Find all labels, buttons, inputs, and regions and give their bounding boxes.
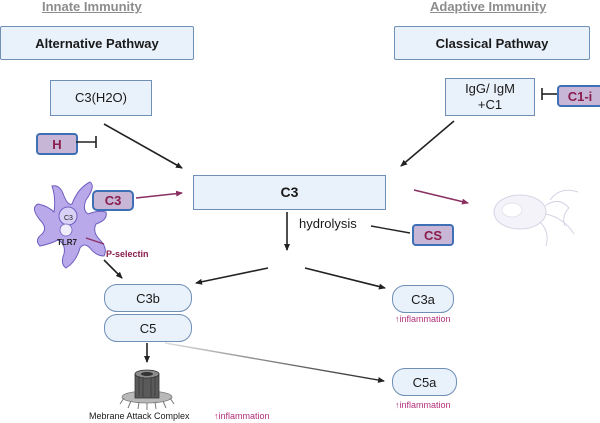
- tlr7-label: TLR7: [57, 238, 78, 247]
- cell-c3-badge-label: C3: [105, 193, 122, 208]
- p-selectin-label: P-selectin: [106, 249, 149, 259]
- c3b-pill: C3b: [104, 284, 192, 312]
- c5a-label: C5a: [412, 374, 437, 390]
- c3-central-label: C3: [280, 183, 299, 200]
- classical-pathway-label: Classical Pathway: [435, 35, 549, 51]
- factor-h-badge: H: [36, 133, 78, 155]
- hydrolysis-label: hydrolysis: [299, 216, 357, 231]
- arrow-cell-c3-to-c3: [135, 190, 183, 199]
- c3-central-box: C3: [193, 175, 386, 210]
- c5a-pill: C5a: [392, 368, 457, 396]
- pathogen-icon: [493, 189, 579, 247]
- c1-label: +C1: [477, 97, 503, 112]
- c1-inhibitor-badge: C1-i: [557, 85, 600, 107]
- arrow-to-c3a: [304, 267, 386, 290]
- igg-igm-label: IgG/ IgM: [465, 80, 515, 96]
- classical-pathway-box: Classical Pathway: [394, 26, 590, 60]
- arrow-cell-to-c3b: [103, 259, 123, 279]
- c3-small-label: C3: [64, 215, 73, 222]
- c3a-pill: C3a: [392, 285, 454, 313]
- c3b-label: C3b: [136, 290, 160, 306]
- dendritic-cell-icon: [34, 181, 107, 269]
- c3h2o-box: C3(H2O): [50, 80, 152, 116]
- alternative-pathway-label: Alternative Pathway: [35, 35, 159, 51]
- arrow-c3h2o-to-c3: [103, 123, 183, 169]
- igg-igm-c1-box: IgG/ IgM +C1: [445, 78, 535, 116]
- arrow-to-c3b: [195, 267, 269, 285]
- cell-c3-badge: [92, 190, 134, 211]
- c5a-inflammation-label: ↑inflammation: [395, 400, 451, 410]
- adaptive-immunity-title: Adaptive Immunity: [430, 0, 547, 14]
- cs-label: CS: [423, 227, 443, 243]
- cs-badge: CS: [412, 224, 454, 246]
- arrow-c5-to-c5a: [164, 342, 385, 383]
- arrow-igg-to-c3: [400, 120, 455, 167]
- membrane-attack-complex-icon: [119, 369, 175, 410]
- alternative-pathway-box: Alternative Pathway: [0, 26, 194, 60]
- factor-h-label: H: [52, 136, 62, 152]
- innate-immunity-title: Innate Immunity: [42, 0, 142, 14]
- mac-label: Mebrane Attack Complex: [89, 411, 190, 421]
- c1-inhibitor-label: C1-i: [567, 88, 593, 104]
- arrow-c3-to-pathogen: [413, 189, 469, 205]
- c3a-inflammation-label: ↑inflammation: [395, 314, 451, 324]
- mac-inflammation-label: ↑inflammation: [214, 411, 270, 421]
- c3h2o-label: C3(H2O): [74, 89, 127, 105]
- c5-pill: C5: [104, 314, 192, 342]
- c3a-label: C3a: [411, 291, 435, 307]
- cs-to-hydrolysis-line: [370, 225, 411, 234]
- c5-label: C5: [139, 320, 157, 336]
